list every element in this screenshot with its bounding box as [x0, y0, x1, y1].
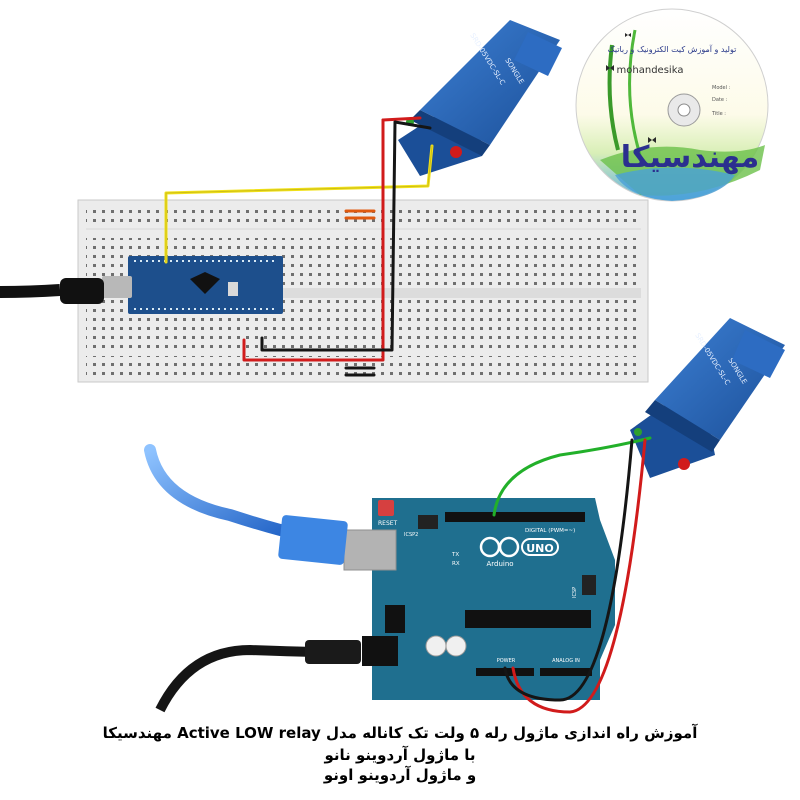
mini-usb-port: [102, 276, 132, 298]
caption-line-2: با ماژول آردوینو نانو: [324, 746, 476, 764]
relay-module-bottom: SRD-05VDC-SL-C SONGLE: [630, 318, 785, 478]
usb-b-cable: [144, 444, 348, 565]
disc-logo-text: مهندسیکا: [621, 140, 759, 175]
icsp2-header: [418, 515, 438, 529]
butterfly-icon: [606, 33, 656, 143]
capacitor-2: [445, 635, 467, 657]
arduino-nano: [102, 256, 283, 314]
caption-line-3: و ماژول آردوینو اونو: [323, 766, 477, 784]
voltage-regulator: [385, 605, 405, 633]
uno-digital-label: DIGITAL (PWM=~): [525, 528, 575, 534]
brand-disc: تولید و آموزش کیت الکترونیک و رباتیک moh…: [575, 8, 769, 202]
uno-rx-label: RX: [452, 561, 460, 567]
uno-logo: UNO Arduino: [479, 536, 559, 568]
disc-header: تولید و آموزش کیت الکترونیک و رباتیک: [608, 44, 737, 54]
analog-header: [540, 668, 592, 676]
disc-field-title: Title :: [711, 111, 726, 117]
led-red-icon-2: [678, 458, 690, 470]
relay-module-top: SRD-05VDC-SL-C SONGLE: [398, 20, 562, 176]
dc-barrel-jack: [362, 636, 398, 666]
capacitor-1: [425, 635, 447, 657]
led-red-icon: [450, 146, 462, 158]
uno-icsp-label: ICSP: [572, 587, 578, 598]
icsp-header: [582, 575, 596, 595]
disc-field-model: Model :: [712, 85, 731, 91]
arduino-uno: RESET ICSP2 DIGITAL (PWM=~) UNO Arduino …: [343, 498, 615, 700]
atmega-chip: [465, 610, 591, 628]
digital-header: [445, 512, 585, 522]
uno-icsp2-label: ICSP2: [404, 532, 418, 538]
uno-reset-label: RESET: [378, 520, 398, 527]
wires-top: [164, 116, 434, 377]
disc-brand: mohandesika: [617, 65, 684, 76]
uno-tx-label: TX: [451, 552, 459, 558]
uno-logo-text: UNO: [526, 542, 554, 555]
dc-power-cable: [155, 640, 361, 713]
reset-button: [378, 500, 394, 516]
mini-usb-cable: [0, 278, 104, 304]
uno-analog-label: ANALOG IN: [552, 658, 580, 664]
uno-name: Arduino: [486, 560, 513, 568]
wires-bottom: [492, 436, 652, 714]
usb-b-port: [343, 529, 397, 571]
uno-power-label: POWER: [497, 658, 516, 664]
disc-field-date: Date :: [712, 97, 728, 103]
caption-line-1: آموزش راه اندازی ماژول رله ۵ ولت تک کانا…: [102, 724, 698, 742]
led-green-icon-2: [634, 428, 642, 436]
